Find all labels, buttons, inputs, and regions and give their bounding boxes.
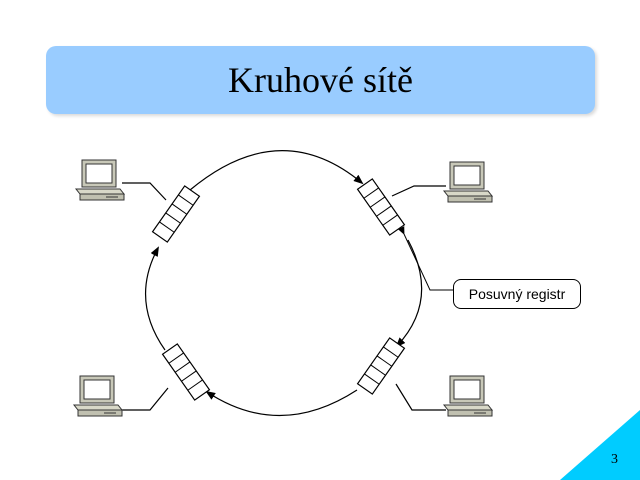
ring-arc-bottom [205, 389, 358, 417]
computer-links [122, 182, 446, 411]
shift-register-icon [161, 343, 211, 401]
ring-arcs [144, 150, 423, 417]
title-bar: Kruhové sítě [46, 46, 595, 114]
ring-arc-left [144, 246, 166, 351]
callout-label: Posuvný registr [468, 286, 566, 302]
computer-icon [75, 159, 125, 201]
shift-register-callout: Posuvný registr [453, 279, 581, 309]
shift-register-icon [151, 185, 201, 243]
shift-register-icon [356, 178, 406, 236]
ring-arc-top [189, 150, 364, 191]
page-number: 3 [611, 452, 618, 467]
slide-title: Kruhové sítě [228, 60, 413, 100]
ring-arc-right [395, 239, 423, 348]
computer-icon [443, 375, 493, 417]
callout-leader [397, 226, 453, 291]
computer-icon [443, 161, 493, 203]
computer-icon [73, 375, 123, 417]
